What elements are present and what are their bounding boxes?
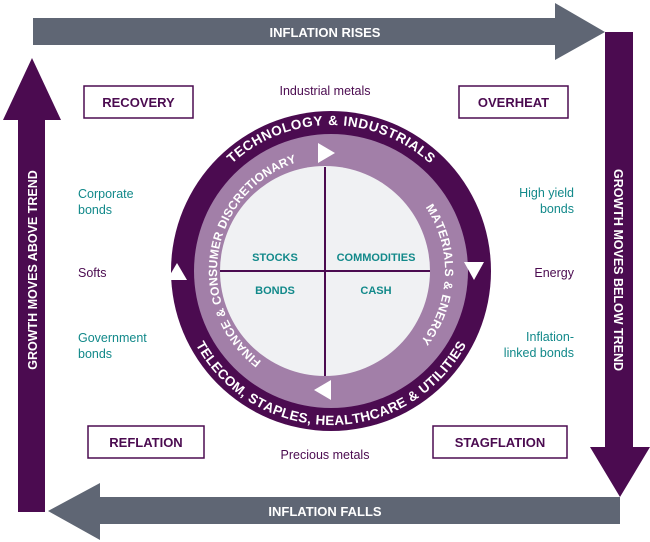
sector-label-letter: A [440, 250, 455, 261]
sector-label-letter: O [207, 285, 222, 297]
phase-recovery: RECOVERY [83, 85, 194, 119]
phase-recovery-label: RECOVERY [102, 95, 175, 110]
sector-label-letter: L [442, 260, 456, 268]
inflation-falls-arrow: INFLATION FALLS [48, 483, 620, 540]
sector-label-letter: , [238, 386, 250, 400]
sector-label-letter: I [343, 114, 348, 129]
phase-overheat: OVERHEAT [458, 85, 569, 119]
label-line: bonds [540, 202, 574, 216]
growth-above-trend-arrow: GROWTH MOVES ABOVE TREND [3, 58, 61, 512]
corporate-bonds-label: Corporate bonds [78, 187, 134, 217]
triangle-right-icon [318, 143, 335, 163]
sector-label-letter: , [306, 411, 312, 426]
sector-label-letter: O [269, 122, 284, 140]
triangle-down-icon [464, 262, 484, 280]
sector-label-letter: I [402, 134, 413, 149]
phase-reflation: REFLATION [87, 425, 205, 459]
growth-above-trend-label: GROWTH MOVES ABOVE TREND [26, 170, 40, 370]
sector-label-letter: R [438, 237, 454, 249]
sector-label-letter: G [301, 114, 314, 130]
sector-label-letter: H [359, 408, 372, 425]
sector-label-letter: H [315, 412, 326, 428]
inflation-linked-bonds-label: Inflation- linked bonds [504, 330, 574, 360]
sector-label-letter: S [442, 268, 456, 276]
sector-label-letter: I [246, 352, 258, 365]
asset-stocks: STOCKS [252, 252, 298, 264]
inflation-falls-label: INFLATION FALLS [268, 504, 381, 519]
sector-label-letter: C [368, 405, 382, 422]
precious-metals-label: Precious metals [281, 448, 370, 462]
sector-label-letter: D [357, 116, 370, 133]
sector-label-letter: I [440, 246, 454, 252]
sector-label-letter: A [334, 413, 345, 429]
label-line: Inflation- [526, 330, 574, 344]
sector-label-letter: I [218, 214, 232, 223]
industrial-metals-label: Industrial metals [279, 84, 370, 98]
label-line: High yield [519, 186, 574, 200]
label-line: bonds [78, 203, 112, 217]
sector-label-letter: Y [313, 113, 323, 129]
sector-label-letter: N [347, 114, 359, 130]
high-yield-bonds-label: High yield bonds [519, 186, 574, 216]
sector-label-letter: E [208, 239, 223, 250]
asset-cash: CASH [360, 285, 391, 297]
sector-label-letter: E [288, 408, 300, 425]
sector-label-letter: & [328, 113, 338, 128]
label-line: Corporate [78, 187, 134, 201]
sector-label-letter: I [445, 353, 459, 365]
government-bonds-label: Government bonds [78, 331, 147, 361]
label-line: Government [78, 331, 147, 345]
asset-bonds: BONDS [255, 285, 295, 297]
sector-label-letter: I [248, 175, 260, 188]
energy-label: Energy [534, 266, 574, 280]
sector-label-letter: O [289, 116, 303, 133]
sector-label-letter: N [206, 277, 221, 287]
inflation-rises-label: INFLATION RISES [270, 25, 381, 40]
label-line: linked bonds [504, 346, 574, 360]
sector-label-letter: U [206, 259, 220, 268]
growth-below-trend-label: GROWTH MOVES BELOW TREND [611, 169, 625, 371]
sector-label-letter: N [435, 301, 451, 314]
sector-label-letter: S [206, 269, 220, 277]
phase-stagflation-label: STAGFLATION [455, 435, 546, 450]
growth-below-trend-arrow: GROWTH MOVES BELOW TREND [590, 32, 650, 497]
asset-commodities: COMMODITIES [337, 252, 416, 264]
sector-label-letter: & [441, 281, 456, 292]
sector-label-letter: T [351, 410, 362, 426]
sector-label-letter: E [438, 293, 453, 304]
triangle-left-icon [314, 380, 331, 400]
phase-reflation-label: REFLATION [109, 435, 182, 450]
sector-label-letter: L [343, 412, 353, 428]
inflation-rises-arrow: INFLATION RISES [33, 3, 605, 60]
sector-label-letter: C [209, 294, 225, 306]
softs-label: Softs [78, 266, 107, 280]
sector-label-letter: S [297, 410, 309, 426]
sector-label-letter: M [207, 248, 222, 260]
label-line: bonds [78, 347, 112, 361]
sector-label-letter: U [367, 118, 381, 135]
sector-label-letter: E [325, 413, 334, 428]
phase-overheat-label: OVERHEAT [478, 95, 549, 110]
triangle-up-icon [167, 263, 187, 280]
phase-stagflation: STAGFLATION [432, 425, 568, 459]
